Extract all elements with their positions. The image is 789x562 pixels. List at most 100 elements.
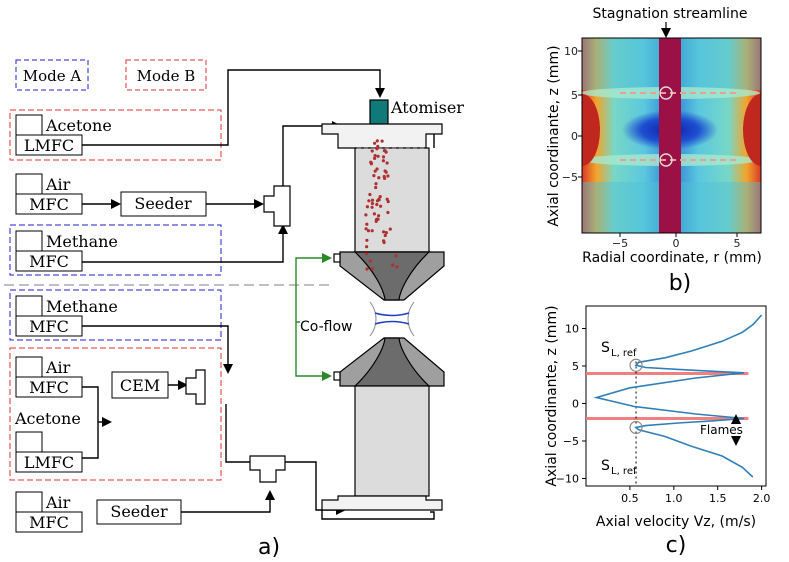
seeder-bottom-box xyxy=(96,499,182,525)
droplet xyxy=(373,156,377,160)
droplet xyxy=(370,201,374,206)
droplet xyxy=(391,263,395,267)
bottom-nozzle-core xyxy=(353,337,431,387)
methane-top-tank xyxy=(15,230,43,252)
droplet xyxy=(370,267,374,271)
top-mixer-junction xyxy=(263,185,291,227)
methane-bottom-label: Methane xyxy=(46,297,118,316)
field-ytick-5: 5 xyxy=(571,89,578,102)
air-top-controller: MFC xyxy=(29,195,69,214)
droplet xyxy=(375,199,380,203)
droplet xyxy=(375,139,379,143)
droplet xyxy=(376,217,380,221)
droplet xyxy=(386,174,390,178)
sl-ref-upper-symbol: S xyxy=(601,340,610,356)
droplet xyxy=(377,214,381,218)
droplet xyxy=(374,182,378,186)
field-ytick-10: 10 xyxy=(564,45,578,58)
coflow-port-top xyxy=(333,253,341,263)
air-bottom-label: Air xyxy=(45,493,71,512)
stagnation-annotation: Stagnation streamline xyxy=(593,6,748,22)
velocity-series-line xyxy=(593,314,763,478)
droplet xyxy=(370,229,374,233)
chart-xtick-label: 2.0 xyxy=(753,492,771,505)
coflow-label: Co-flow xyxy=(300,319,353,335)
coflow-bottom-line xyxy=(295,322,332,381)
droplet xyxy=(383,233,387,238)
seeder-bottom-label: Seeder xyxy=(110,502,168,521)
acetone-bottom-controller-box xyxy=(15,451,83,473)
top-nozzle-core xyxy=(353,251,431,301)
air-bottom-tank xyxy=(15,491,43,513)
chart-ylabel: Axial coordinante, z (mm) xyxy=(544,305,560,486)
droplet xyxy=(374,185,378,190)
droplet xyxy=(373,141,377,145)
droplet xyxy=(386,200,390,204)
mode-b-legend-box xyxy=(125,59,207,91)
atomiser-block xyxy=(369,99,389,127)
atomiser-label: Atomiser xyxy=(390,98,464,117)
droplet xyxy=(379,204,383,208)
droplet xyxy=(365,205,369,209)
droplet xyxy=(382,230,386,234)
droplet xyxy=(372,174,376,178)
droplet xyxy=(365,267,369,271)
field-xtick-0: 0 xyxy=(673,237,680,250)
field-xtick-5: 5 xyxy=(734,237,741,250)
coflow-port-bottom xyxy=(333,371,341,381)
cem-label: CEM xyxy=(120,376,160,395)
droplet xyxy=(370,149,374,153)
acetone-bottom-label: Acetone xyxy=(14,409,81,428)
droplet xyxy=(376,154,380,158)
mixer-to-top-nozzle-line xyxy=(282,121,342,186)
droplet xyxy=(395,265,399,269)
sl-ref-circle xyxy=(629,420,643,435)
droplet xyxy=(373,169,377,173)
acetone-top-label: Acetone xyxy=(45,116,112,135)
mode-a-label: Mode A xyxy=(23,67,82,85)
chart-xtick-label: 0.5 xyxy=(621,492,639,505)
droplet xyxy=(378,195,382,199)
acetone-bottom-controller: LMFC xyxy=(24,453,74,472)
air-top-tank xyxy=(15,173,43,195)
droplet xyxy=(365,245,369,249)
field-left-hot xyxy=(582,94,600,166)
stagnation-left-edge xyxy=(369,301,377,337)
droplet xyxy=(394,254,398,258)
coflow-top-line xyxy=(295,253,332,323)
mode-a-legend-box xyxy=(15,59,89,91)
lower-reference-circle xyxy=(659,153,673,167)
cem-mixer-to-main-line xyxy=(225,404,262,467)
droplet xyxy=(372,212,376,216)
stagnation-streamline-band xyxy=(659,38,681,233)
air-bottom-controller-box xyxy=(15,511,83,533)
methane-top-controller: MFC xyxy=(29,252,69,271)
chart-ytick-label: 10 xyxy=(565,323,579,336)
burner xyxy=(321,99,445,511)
air-lmfc-bracket xyxy=(82,386,99,459)
bottom-return-line xyxy=(321,510,435,520)
flame-lower xyxy=(374,320,410,325)
droplet xyxy=(367,199,371,203)
chart-xtick-label: 1.5 xyxy=(709,492,727,505)
sl-ref-upper-subscript: L, ref xyxy=(611,348,637,359)
sl-ref-lower-symbol: S xyxy=(601,458,610,474)
air-mid-label: Air xyxy=(45,358,71,377)
droplet xyxy=(382,239,386,243)
chart-ytick-label: 5 xyxy=(572,360,579,373)
methane-top-label: Methane xyxy=(46,232,118,251)
field-right-hot xyxy=(743,94,761,166)
droplet xyxy=(384,150,388,154)
droplet xyxy=(385,161,389,165)
field-ylabel: Axial coordinante, z (mm) xyxy=(546,45,562,226)
droplet xyxy=(373,154,377,158)
bottom-tube xyxy=(354,385,430,497)
chart-xtick-label: 1.0 xyxy=(665,492,683,505)
acetone-bottom-tank xyxy=(15,431,43,453)
acetone-top-group xyxy=(9,109,222,161)
seeder-top-label: Seeder xyxy=(134,194,192,213)
acetone-top-tank xyxy=(15,114,43,136)
methane-bottom-to-cem-line xyxy=(82,325,233,374)
